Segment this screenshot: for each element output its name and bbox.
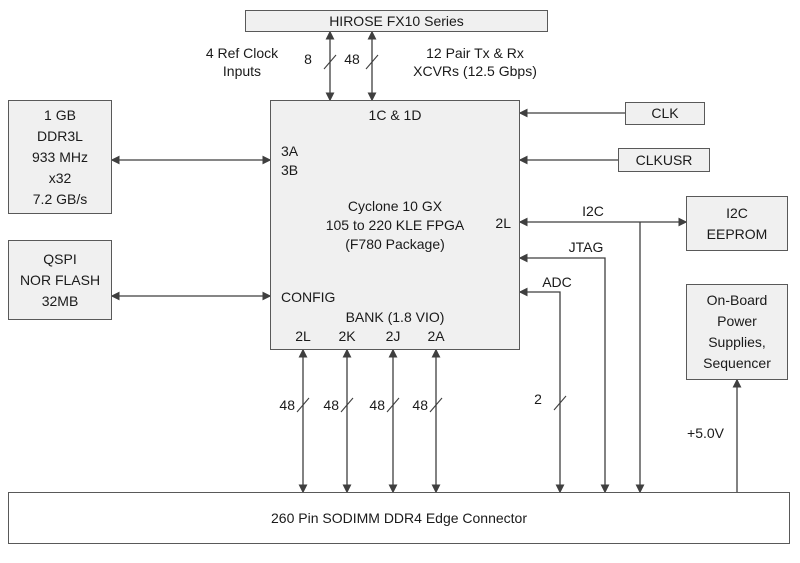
bank-bus-width-label: 48 xyxy=(279,397,295,413)
ref-clock-annotation: 4 Ref Clock Inputs xyxy=(190,44,294,80)
power-line: Power xyxy=(717,313,757,329)
qspi-line: NOR FLASH xyxy=(19,271,101,288)
ref-clock-line2: Inputs xyxy=(222,63,262,79)
slash-48-b2 xyxy=(340,397,354,413)
bank-bus-width-label: 48 xyxy=(412,397,428,413)
clkusr-label: CLKUSR xyxy=(635,152,693,168)
slash-8 xyxy=(323,54,337,70)
clkusr-box: CLKUSR xyxy=(618,148,710,172)
i2c-eeprom-line: EEPROM xyxy=(706,225,768,242)
adc-wire-label: ADC xyxy=(542,274,572,290)
fpga-name-line: 105 to 220 KLE FPGA xyxy=(325,217,465,233)
xcvr-line2: XCVRs (12.5 Gbps) xyxy=(413,63,537,79)
xcvr-line1: 12 Pair Tx & Rx xyxy=(426,45,524,61)
bus-arrows xyxy=(110,30,742,494)
fpga-bottom-bank-2j: 2J xyxy=(385,328,401,344)
fpga-bottom-bank-2k: 2K xyxy=(338,328,356,344)
fpga-bottom-bank-2l: 2L xyxy=(295,328,311,344)
sodimm-connector-box: 260 Pin SODIMM DDR4 Edge Connector xyxy=(8,492,790,544)
sodimm-label: 260 Pin SODIMM DDR4 Edge Connector xyxy=(271,510,527,526)
qspi-flash-box: QSPI NOR FLASH 32MB xyxy=(8,240,112,320)
ddr3l-line: DDR3L xyxy=(37,127,83,144)
jtag-wire-label: JTAG xyxy=(568,239,604,255)
fpga-bank-3b-label: 3B xyxy=(281,162,299,178)
fpga-top-banks-label: 1C & 1D xyxy=(368,107,422,123)
ddr3l-memory-box: 1 GB DDR3L 933 MHz x32 7.2 GB/s xyxy=(8,100,112,214)
power-line: Sequencer xyxy=(703,355,771,371)
slash-2-adc xyxy=(553,395,567,411)
bus-width-slashes xyxy=(296,54,567,413)
ref-clock-line1: 4 Ref Clock xyxy=(205,45,279,61)
slash-48-b1 xyxy=(296,397,310,413)
ddr3l-line: x32 xyxy=(48,169,72,186)
i2c-wire-label: I2C xyxy=(582,203,604,219)
fpga-bottom-bank-2a: 2A xyxy=(427,328,445,344)
fpga-config-label: CONFIG xyxy=(281,289,336,305)
fpga-name-line: Cyclone 10 GX xyxy=(347,198,443,214)
fpga-bank-2l-right-label: 2L xyxy=(495,215,511,231)
i2c-eeprom-line: I2C xyxy=(726,204,748,221)
clk-box: CLK xyxy=(625,102,705,125)
arrow-jtag xyxy=(518,253,610,494)
plus-5v-label: +5.0V xyxy=(687,425,724,441)
bank-bus-width-label: 48 xyxy=(323,397,339,413)
fpga-bank-vio-label: BANK (1.8 VIO) xyxy=(345,309,445,325)
xcvr-annotation: 12 Pair Tx & Rx XCVRs (12.5 Gbps) xyxy=(386,44,564,80)
clk-label: CLK xyxy=(651,105,679,121)
fpga-box: 1C & 1D 3A 3B Cyclone 10 GX 105 to 220 K… xyxy=(270,100,520,350)
fpga-bank-3a-label: 3A xyxy=(281,143,299,159)
slash-48-b4 xyxy=(429,397,443,413)
fpga-name-line: (F780 Package) xyxy=(345,236,445,252)
arrow-adc xyxy=(518,287,565,494)
hirose-label: HIROSE FX10 Series xyxy=(329,13,464,29)
ddr3l-line: 1 GB xyxy=(44,106,76,123)
ddr3l-line: 7.2 GB/s xyxy=(32,190,88,207)
hirose-connector-box: HIROSE FX10 Series xyxy=(245,10,548,32)
qspi-line: QSPI xyxy=(43,250,77,267)
qspi-line: 32MB xyxy=(41,292,79,309)
power-line: Supplies, xyxy=(708,334,766,350)
ddr3l-line: 933 MHz xyxy=(31,148,89,165)
slash-48-top xyxy=(365,54,379,70)
power-line: On-Board xyxy=(706,292,768,308)
bus-width-48-top-label: 48 xyxy=(344,51,360,67)
power-supplies-box: On-Board Power Supplies, Sequencer xyxy=(686,284,788,380)
i2c-eeprom-box: I2C EEPROM xyxy=(686,196,788,251)
bank-bus-width-label: 48 xyxy=(369,397,385,413)
bus-width-2-label: 2 xyxy=(534,391,542,407)
bus-width-8-label: 8 xyxy=(304,51,312,67)
slash-48-b3 xyxy=(386,397,400,413)
